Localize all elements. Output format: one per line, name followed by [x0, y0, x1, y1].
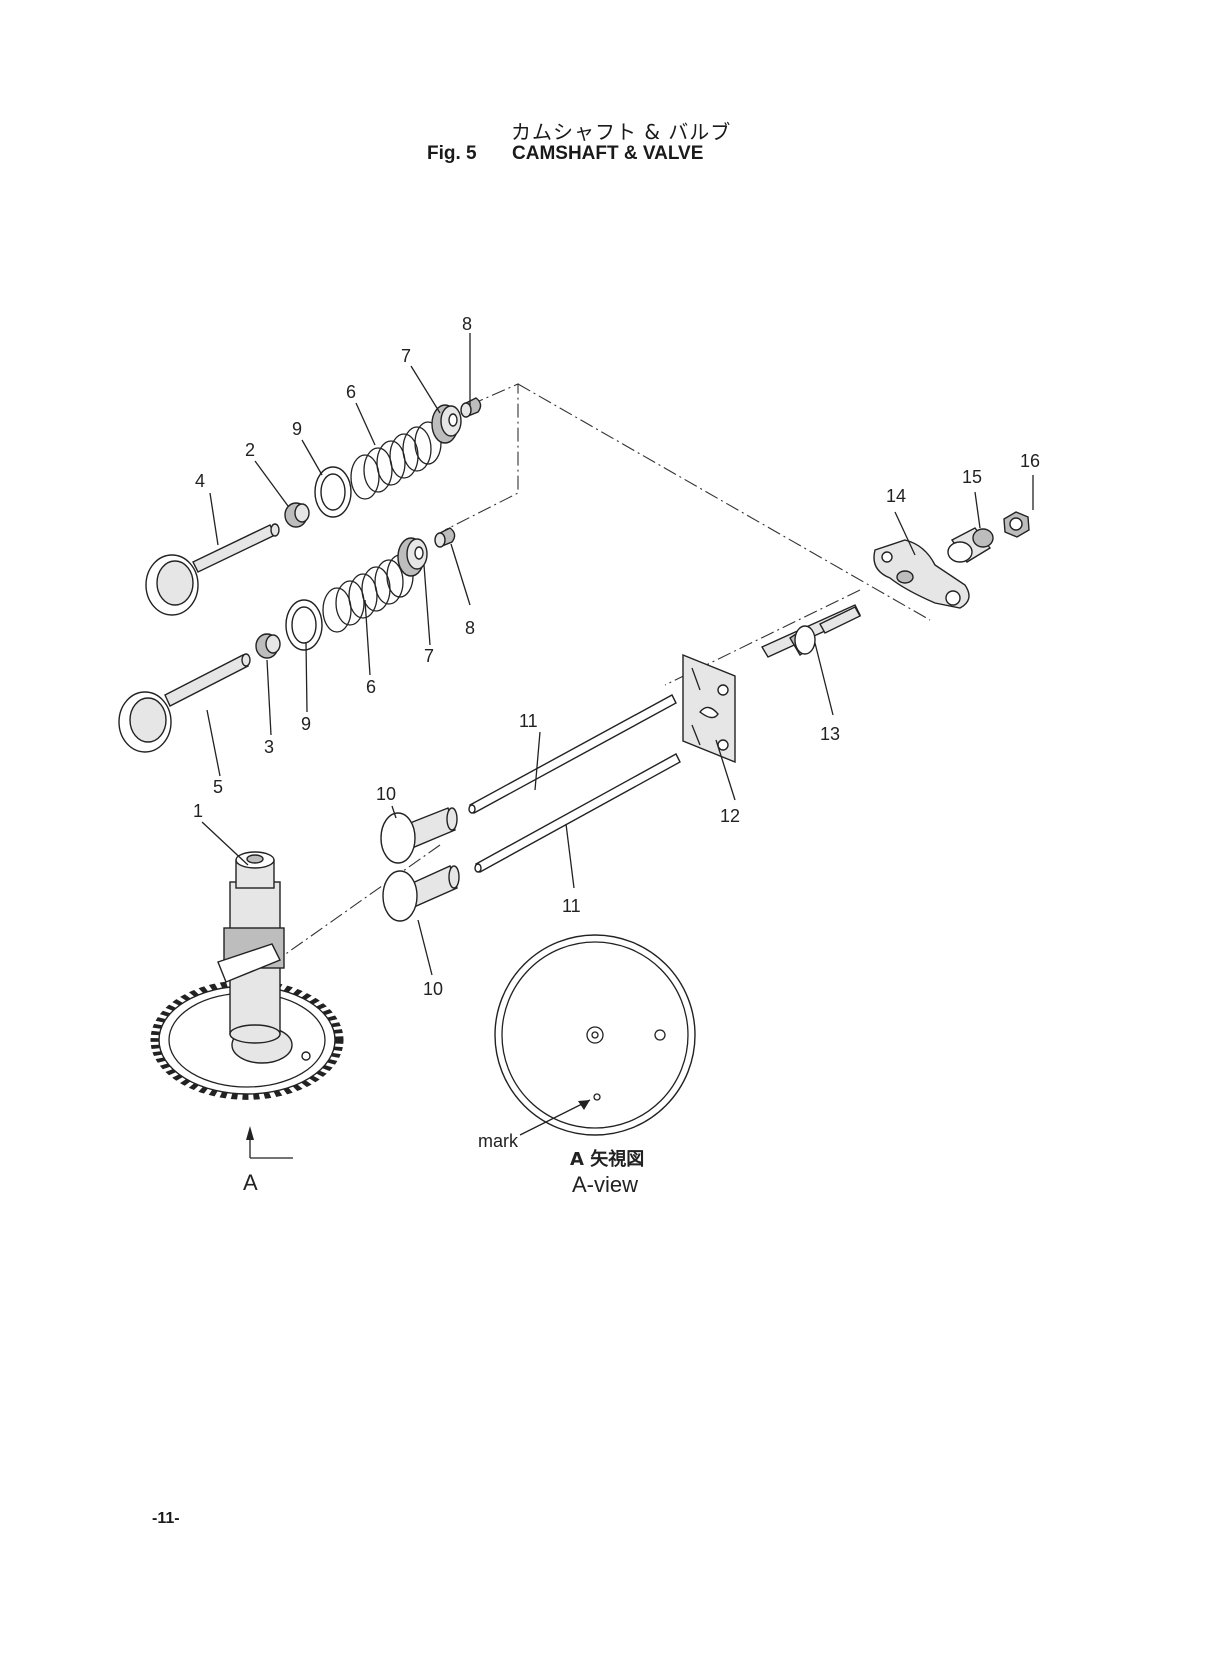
callout-8-upper: 8 — [462, 314, 472, 334]
callout-3: 3 — [264, 737, 274, 757]
callout-7-lower: 7 — [424, 646, 434, 666]
callout-5: 5 — [213, 777, 223, 797]
callout-11-upper: 11 — [519, 711, 538, 731]
part-5-exhaust-valve — [118, 653, 251, 753]
part-6-valve-spring-lower — [322, 554, 414, 633]
part-8-valve-cap-lower — [434, 527, 456, 548]
part-3-valve-seal — [255, 633, 281, 659]
callout-16: 16 — [1020, 451, 1040, 471]
mark-label: mark — [478, 1131, 519, 1151]
part-15-rocker-pivot — [947, 527, 994, 563]
view-direction-arrow — [246, 1126, 293, 1159]
part-11-push-rod-lower — [474, 753, 681, 873]
callout-numbers: 8 7 6 9 2 4 8 7 6 9 3 5 1 10 11 11 10 12… — [193, 314, 1040, 999]
part-13-stud-bolt — [760, 604, 861, 658]
part-7-spring-retainer-upper — [431, 404, 462, 444]
part-6-valve-spring-upper — [350, 421, 442, 500]
figure-number: Fig. 5 — [427, 143, 477, 164]
callout-14: 14 — [886, 486, 906, 506]
callout-9-upper: 9 — [292, 419, 302, 439]
a-view-title-japanese: A 矢視図 — [570, 1148, 644, 1170]
callout-13: 13 — [820, 724, 840, 744]
a-view-title-english: A-view — [572, 1172, 638, 1197]
callout-11-lower: 11 — [562, 896, 581, 916]
callout-1: 1 — [193, 801, 203, 821]
part-11-push-rod-upper — [468, 694, 677, 814]
mark-leader-line — [519, 1099, 591, 1136]
callout-6-lower: 6 — [366, 677, 376, 697]
callout-12: 12 — [720, 806, 740, 826]
callout-7-upper: 7 — [401, 346, 411, 366]
callout-leader-lines — [201, 333, 1034, 976]
callout-9-lower: 9 — [301, 714, 311, 734]
part-2-valve-seal — [284, 502, 310, 528]
page-number: -11- — [152, 1510, 180, 1527]
part-9-washer-lower — [285, 599, 323, 651]
callout-10-upper: 10 — [376, 784, 396, 804]
part-1-camshaft-gear — [150, 851, 344, 1100]
title-japanese: カムシャフト & バルブ — [511, 120, 732, 144]
part-10-tappet-upper — [380, 807, 458, 864]
callout-10-lower: 10 — [423, 979, 443, 999]
part-14-rocker-arm — [873, 539, 970, 609]
callout-2: 2 — [245, 440, 255, 460]
part-4-intake-valve — [145, 523, 280, 616]
part-8-valve-cap-upper — [460, 397, 482, 418]
part-10-tappet-lower — [382, 865, 460, 922]
mark-arrowhead — [578, 1100, 590, 1110]
part-7-spring-retainer-lower — [397, 537, 428, 577]
part-12-push-rod-guide-plate — [682, 653, 736, 764]
view-arrow-label: A — [243, 1170, 258, 1195]
assembly-lines — [269, 383, 931, 966]
title-english: CAMSHAFT & VALVE — [512, 143, 704, 164]
callout-15: 15 — [962, 467, 982, 487]
callout-6-upper: 6 — [346, 382, 356, 402]
part-9-washer-upper — [314, 466, 352, 518]
part-16-lock-nut — [1003, 511, 1030, 538]
callout-8-lower: 8 — [465, 618, 475, 638]
callout-4: 4 — [195, 471, 205, 491]
a-view-gear-face — [494, 934, 696, 1136]
